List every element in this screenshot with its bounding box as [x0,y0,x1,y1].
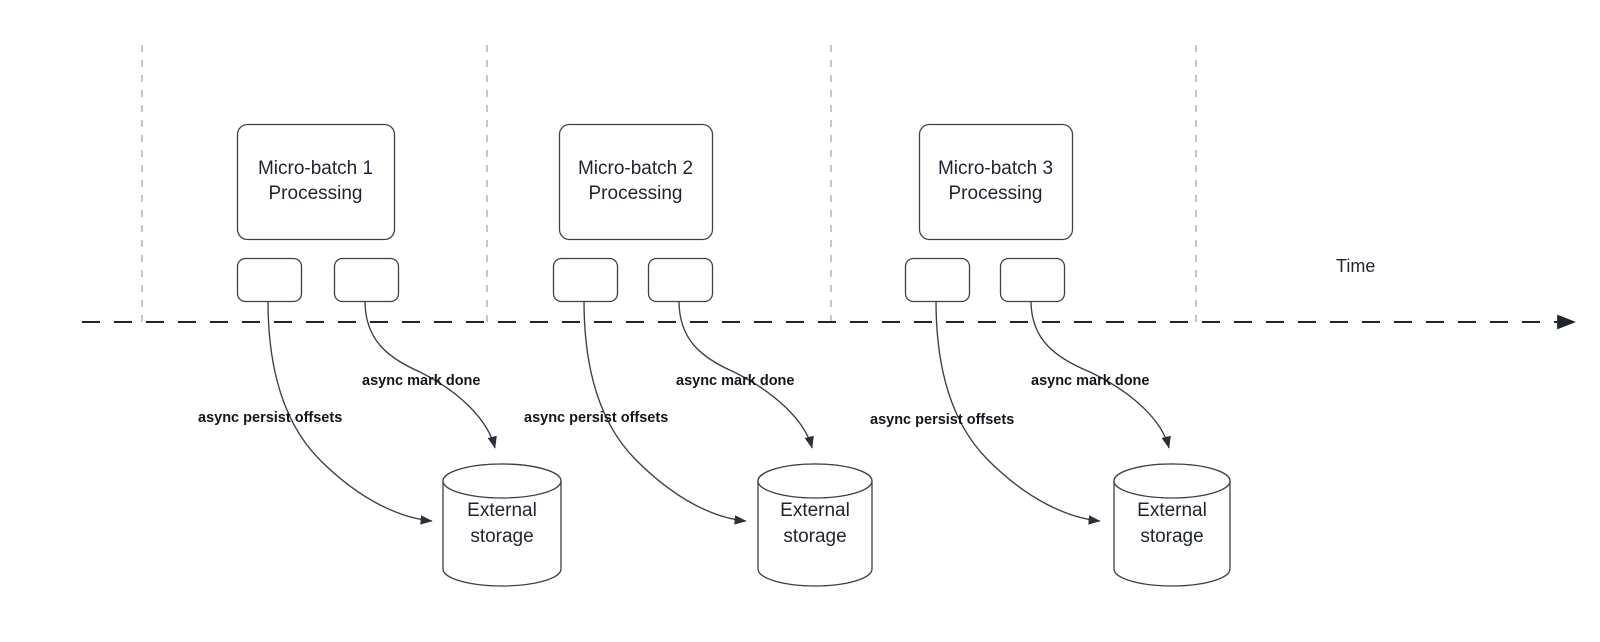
batch-3-edge-async-mark-done [1030,300,1171,449]
batch-2-process-box[interactable] [558,123,714,241]
batch-1-storage-cylinder-top [442,463,562,499]
batch-3-label-async-mark-done: async mark done [1031,373,1150,389]
batch-3-persist-offsets-task[interactable] [904,257,971,303]
batch-2-storage-cylinder-top [757,463,873,499]
batch-1-edge-async-persist-offsets [267,300,433,525]
separator-lines [141,45,1197,330]
diagram-nodes [236,123,1231,587]
batch-2-edge-async-persist-offsets [583,300,747,525]
batch-3-edge-async-persist-offsets [935,300,1101,525]
batch-3-process-box[interactable] [918,123,1074,241]
batch-1-mark-done-task[interactable] [333,257,400,303]
batch-2-edge-async-mark-done [678,300,814,449]
batch-1-edge-async-mark-done [364,300,497,449]
batch-1-label-async-mark-done: async mark done [362,373,481,389]
batch-1-label-async-persist-offsets: async persist offsets [198,410,343,426]
batch-3-mark-done-task[interactable] [999,257,1066,303]
batch-1-persist-offsets-task[interactable] [236,257,303,303]
diagram-edges [267,300,1171,525]
time-axis-label: Time [1336,256,1376,276]
batch-3-storage-cylinder-top [1113,463,1231,499]
batch-1-process-box[interactable] [236,123,396,241]
batch-2-label-async-persist-offsets: async persist offsets [524,410,669,426]
batch-2-persist-offsets-task[interactable] [552,257,619,303]
batch-3-label-async-persist-offsets: async persist offsets [870,412,1015,428]
batch-2-mark-done-task[interactable] [647,257,714,303]
batch-2-label-async-mark-done: async mark done [676,373,795,389]
